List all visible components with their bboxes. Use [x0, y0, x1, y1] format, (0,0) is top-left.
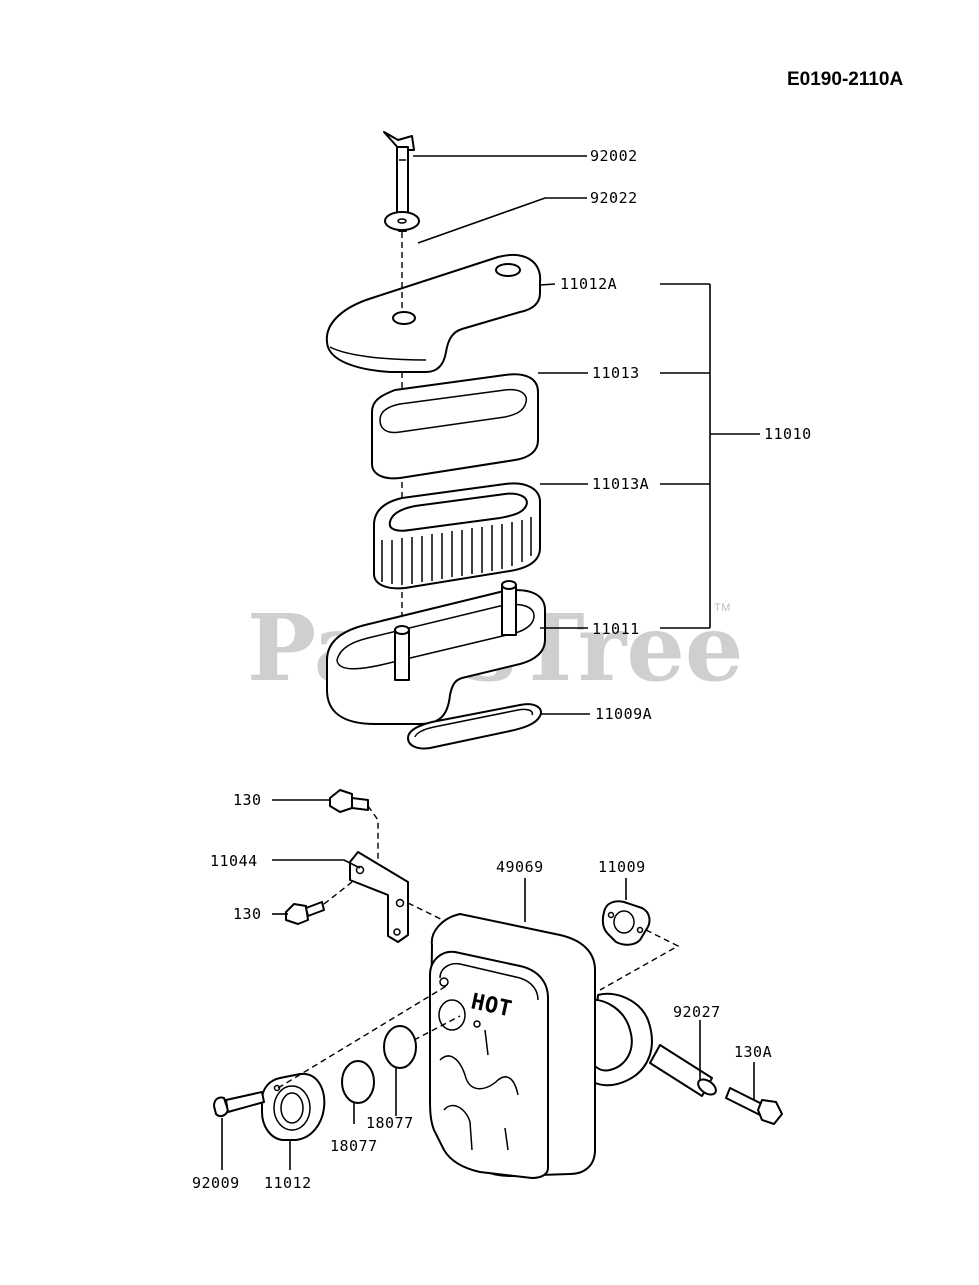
axis-plugs — [413, 1015, 461, 1041]
callout-130-top[interactable]: 130 — [233, 791, 262, 809]
leader-11044 — [272, 859, 361, 869]
diagram-code: E0190-2110A — [787, 69, 903, 90]
callout-130A[interactable]: 130A — [734, 1043, 772, 1061]
flange-11012[interactable] — [261, 1072, 326, 1141]
axis-flange — [277, 984, 449, 1089]
callout-18077-b[interactable]: 18077 — [330, 1137, 378, 1155]
callout-92009[interactable]: 92009 — [192, 1174, 240, 1192]
plug-18077-b[interactable] — [341, 1060, 375, 1104]
bolt-92009[interactable] — [213, 1091, 265, 1118]
washer-92022[interactable] — [384, 211, 420, 231]
callout-11012[interactable]: 11012 — [264, 1174, 312, 1192]
cover-11012A[interactable] — [325, 254, 542, 373]
callout-11009[interactable]: 11009 — [598, 858, 646, 876]
bolt-130A[interactable] — [725, 1087, 783, 1125]
gasket-11009A[interactable] — [407, 703, 542, 750]
pleats — [381, 517, 532, 585]
muffler-49069[interactable]: HOT — [429, 913, 653, 1179]
leader-11012A — [539, 283, 556, 286]
callout-11013[interactable]: 11013 — [592, 364, 640, 382]
bolt-130-top[interactable] — [329, 789, 369, 813]
callout-92002[interactable]: 92002 — [590, 147, 638, 165]
bracket-11044[interactable] — [349, 851, 409, 943]
base-11011[interactable] — [326, 580, 546, 725]
callout-11011[interactable]: 11011 — [592, 620, 640, 638]
spacer-92027[interactable] — [649, 1044, 719, 1098]
callout-49069[interactable]: 49069 — [496, 858, 544, 876]
bracket-11010 — [660, 283, 760, 629]
element-11013A[interactable] — [373, 482, 541, 590]
callout-11013A[interactable]: 11013A — [592, 475, 649, 493]
pre-cleaner-11013[interactable] — [371, 373, 539, 480]
axis-11009 — [599, 929, 680, 991]
callout-92027[interactable]: 92027 — [673, 1003, 721, 1021]
callout-130-mid[interactable]: 130 — [233, 905, 262, 923]
bolt-130-mid[interactable] — [285, 901, 325, 925]
watermark-trademark: TM — [714, 602, 731, 614]
callout-11009A[interactable]: 11009A — [595, 705, 652, 723]
axis-130-mid — [323, 881, 353, 905]
leader-92022 — [417, 197, 587, 244]
gasket-11009[interactable] — [601, 900, 651, 946]
callout-11044[interactable]: 11044 — [210, 852, 258, 870]
callout-18077-a[interactable]: 18077 — [366, 1114, 414, 1132]
callout-11010[interactable]: 11010 — [764, 425, 812, 443]
axis-130-top — [367, 805, 379, 862]
callout-92022[interactable]: 92022 — [590, 189, 638, 207]
callout-11012A[interactable]: 11012A — [560, 275, 617, 293]
plug-18077-a[interactable] — [383, 1025, 417, 1069]
